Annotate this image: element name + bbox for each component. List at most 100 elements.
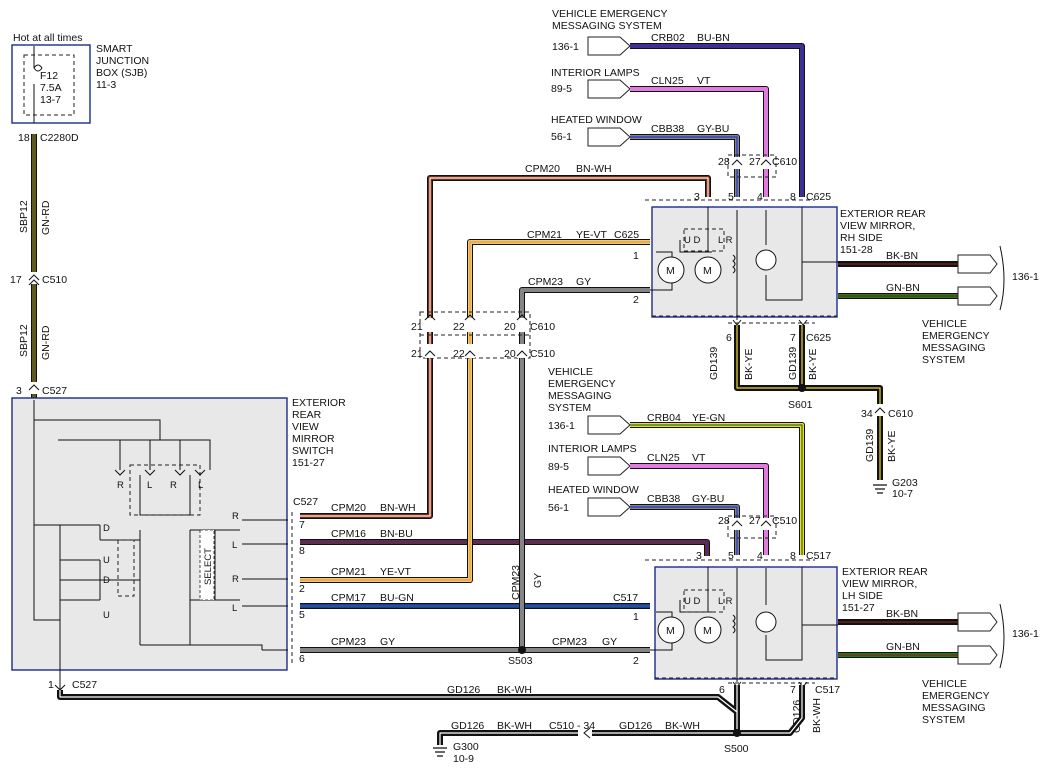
cpm21-circuit: CPM21 [331, 566, 366, 578]
lh-bk-bn: BK-BN [886, 608, 918, 620]
rh-heated-ref: 56-1 [551, 131, 572, 143]
switch-out-r-1: R [232, 511, 239, 522]
lh-ground-connector: C517 [815, 684, 840, 696]
rh-title-line-4: 151-28 [840, 244, 873, 256]
gd126-left-color: BK-WH [497, 720, 532, 732]
lh-pin-5: 5 [728, 550, 734, 562]
switch-title-line-2: REAR [292, 409, 322, 421]
switch-pos-r-2: R [170, 480, 177, 491]
switch-select-label: SELECT [203, 548, 214, 585]
fuse-id: F12 [40, 70, 58, 82]
s601-circuit: GD139 [864, 429, 876, 462]
rh-vems-out-line-2: EMERGENCY [922, 330, 990, 342]
hot-at-all-times-label: Hot at all times [13, 32, 82, 44]
rh-pin-8: 8 [790, 191, 796, 203]
rh-gn-bn: GN-BN [886, 282, 920, 294]
cpm20-pin: 7 [299, 519, 305, 531]
rh-vems-circuit: CRB02 [651, 32, 685, 44]
cpm23-color-top: GY [576, 276, 591, 288]
cpm17-circuit: CPM17 [331, 592, 366, 604]
switch-out-l-1: L [232, 540, 237, 551]
rh-bk-bn: BK-BN [886, 250, 918, 262]
rh-motor-1: M [666, 265, 675, 277]
rh-connector-top: C625 [806, 191, 831, 203]
rh-c610-pin-27: 27 [749, 156, 761, 168]
fuse-ref: 13-7 [40, 94, 61, 106]
g203-label: G203 [892, 477, 918, 489]
lh-pin-2: 2 [633, 655, 639, 667]
cpm16-pin: 8 [299, 545, 305, 557]
rh-pin-4: 4 [757, 191, 763, 203]
s601-pin: 34 [861, 408, 873, 420]
switch-ground-pin: 1 [48, 679, 54, 691]
cpm20-color: BN-WH [380, 502, 416, 514]
fuse-rating: 7.5A [40, 82, 62, 94]
rh-vems-color: BU-BN [697, 32, 730, 44]
c527-pin-3: 3 [16, 385, 22, 397]
switch-pos-r-1: R [117, 480, 124, 491]
feed-circuit-lower: SBP12 [18, 324, 30, 357]
rh-heated-connector [587, 127, 631, 147]
cpm23-color: GY [380, 636, 395, 648]
rh-lamps-circuit: CLN25 [651, 75, 684, 87]
lh-vems-out-2 [957, 645, 998, 665]
rh-vems-line-1: VEHICLE EMERGENCY [552, 8, 668, 20]
s601-label: S601 [788, 399, 813, 411]
cpm23-vertical-circuit: CPM23 [510, 565, 522, 600]
gd126-left-circuit: GD126 [451, 720, 484, 732]
lh-motor-1: M [666, 625, 675, 637]
lh-motor-2: M [703, 625, 712, 637]
lh-gn-bn: GN-BN [886, 641, 920, 653]
cpm20-circuit: CPM20 [331, 502, 366, 514]
rh-bkye-b: BK-YE [807, 348, 819, 380]
c527-feed-label: C527 [42, 385, 67, 397]
cpm23-pin-rh: 2 [633, 294, 639, 306]
c510-pin-17: 17 [10, 274, 22, 286]
cpm23-circuit-lh: CPM23 [552, 636, 587, 648]
circuit-cpm20: 7 CPM20 BN-WH CPM20 BN-WH [299, 163, 711, 531]
switch-title-line-1: EXTERIOR [292, 397, 346, 409]
lh-vems-line-1: VEHICLE [548, 366, 593, 378]
sjb-title-line-1: SMART [96, 43, 133, 55]
rh-motor-ud: U D [684, 235, 701, 246]
rh-vems-out-line-1: VEHICLE [922, 318, 967, 330]
c610-pin-22: 22 [453, 321, 465, 333]
switch-title-line-3: VIEW [292, 421, 319, 433]
rh-heated-circuit: CBB38 [651, 123, 684, 135]
c510-label: C510 [530, 348, 555, 360]
lh-lamps-connector [587, 456, 631, 476]
rh-c610-label: C610 [772, 156, 797, 168]
rh-title-line-1: EXTERIOR REAR [840, 208, 926, 220]
sjb-connector: C2280D [40, 132, 79, 144]
rh-ground-pin-7: 7 [790, 332, 796, 344]
sjb-title-line-4: 11-3 [96, 79, 116, 91]
rh-ground-pin-6: 6 [726, 332, 732, 344]
feed-circuit-upper: SBP12 [18, 200, 30, 233]
lh-title-line-1: EXTERIOR REAR [842, 566, 928, 578]
lh-title-line-2: VIEW MIRROR, [842, 578, 917, 590]
cpm21-pin: 2 [299, 583, 305, 595]
cpm23-color-lh: GY [602, 636, 617, 648]
sbp12-feed-wire: SBP12 GN-RD SBP12 GN-RD 17 C510 3 C527 [10, 134, 67, 400]
cpm23-circuit: CPM23 [331, 636, 366, 648]
c610-pin-20: 20 [504, 321, 516, 333]
switch-connector: C527 [293, 496, 318, 508]
cpm23-pin: 6 [299, 653, 305, 665]
switch-out-r-2: R [232, 574, 239, 585]
circuit-cpm21: 2 CPM21 YE-VT CPM21 YE-VT C625 1 [299, 229, 650, 595]
c510-pin-20: 20 [504, 348, 516, 360]
s601-ground-g203: 34 C610 GD139 BK-YE G203 10-7 [861, 404, 918, 500]
rh-lamps-title: INTERIOR LAMPS [551, 67, 640, 79]
switch-pos-l-1: L [147, 480, 152, 491]
rh-pin-5: 5 [728, 191, 734, 203]
lh-vems-out-1 [957, 612, 998, 632]
lh-lamps-circuit: CLN25 [647, 452, 680, 464]
rh-vems-ref: 136-1 [552, 41, 579, 53]
switch-pos-l-2: L [198, 480, 203, 491]
cpm21-connector: C625 [614, 229, 639, 241]
rh-gd139-a: GD139 [708, 347, 720, 380]
rh-lamps-ref: 89-5 [551, 83, 572, 95]
rh-c610-pin-28: 28 [718, 156, 730, 168]
switch-pos-u-2: U [103, 610, 110, 621]
